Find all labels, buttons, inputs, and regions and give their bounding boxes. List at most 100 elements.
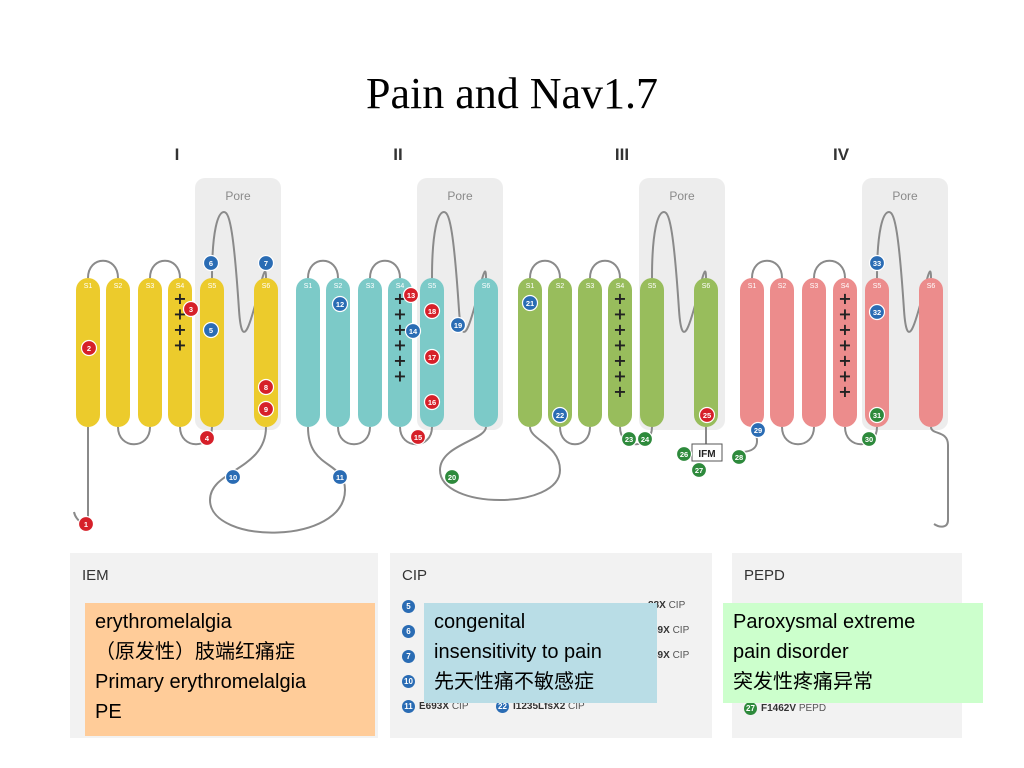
segment-label: S6	[262, 283, 271, 290]
svg-text:12: 12	[336, 300, 344, 309]
svg-text:9: 9	[264, 405, 268, 414]
extracellular-loop	[751, 259, 783, 279]
svg-text:19: 19	[454, 321, 462, 330]
n-terminus	[73, 427, 89, 525]
voltage-sensor-charge: +	[613, 351, 626, 370]
annotation-line: insensitivity to pain	[434, 641, 602, 663]
legend-marker: 6	[402, 625, 415, 638]
svg-text:33: 33	[873, 259, 881, 268]
legend-row: 6	[402, 625, 419, 638]
svg-text:18: 18	[428, 307, 436, 316]
segment-label: S2	[778, 283, 787, 290]
legend-heading-cip: CIP	[402, 567, 428, 584]
segment-label: S3	[586, 283, 595, 290]
mutation-marker-18: 18	[423, 302, 441, 320]
mutation-marker-9: 9	[257, 400, 275, 418]
intracellular-loop	[619, 426, 653, 446]
extracellular-loop	[87, 259, 119, 279]
pore-label: Pore	[225, 189, 251, 203]
svg-text:6: 6	[209, 259, 213, 268]
voltage-sensor-charge: +	[393, 336, 406, 355]
mutation-marker-21: 21	[521, 294, 539, 312]
legend-row: 5	[402, 600, 419, 613]
mutation-marker-14: 14	[404, 322, 422, 340]
segment-s5	[865, 278, 889, 427]
voltage-sensor-charge: +	[613, 336, 626, 355]
annotation-line: congenital	[434, 611, 526, 633]
ifm-motif-box	[691, 443, 723, 462]
mutation-marker-24: 24	[636, 430, 654, 448]
pore-label: Pore	[447, 189, 473, 203]
segment-s1	[296, 278, 320, 427]
segment-label: S5	[648, 283, 657, 290]
domain-label-3: III	[615, 145, 629, 164]
segment-label: S3	[146, 283, 155, 290]
svg-text:15: 15	[414, 433, 422, 442]
legend-row: 10	[402, 675, 419, 688]
segment-s3	[358, 278, 382, 427]
domain-label-1: I	[175, 145, 180, 164]
voltage-sensor-charge: +	[838, 382, 851, 401]
svg-text:31: 31	[873, 411, 881, 420]
annotation-line: Paroxysmal extreme	[733, 611, 916, 633]
mutation-marker-17: 17	[423, 348, 441, 366]
segment-label: S1	[526, 283, 535, 290]
mutation-marker-10: 10	[224, 468, 242, 486]
annotation-line: PE	[95, 701, 122, 723]
extracellular-loop	[369, 259, 401, 279]
svg-text:2: 2	[87, 344, 91, 353]
mutation-marker-33: 33	[868, 254, 886, 272]
intracellular-loop	[337, 426, 371, 446]
voltage-sensor-charge: +	[838, 351, 851, 370]
segment-s6	[919, 278, 943, 427]
legend-marker: 11	[402, 700, 415, 713]
segment-s3	[138, 278, 162, 427]
svg-text:13: 13	[407, 291, 415, 300]
segment-label: S4	[176, 283, 185, 290]
annotation-line: pain disorder	[733, 641, 849, 663]
segment-label: S6	[482, 283, 491, 290]
pore-label: Pore	[669, 189, 695, 203]
legend-heading-iem: IEM	[82, 567, 109, 584]
segment-label: S3	[810, 283, 819, 290]
segment-label: S2	[556, 283, 565, 290]
voltage-sensor-charge: +	[838, 336, 851, 355]
segment-label: S5	[873, 283, 882, 290]
intracellular-loop	[781, 426, 815, 446]
legend-marker: 7	[402, 650, 415, 663]
legend-disease-tag: PEPD	[798, 703, 827, 715]
svg-text:28: 28	[735, 453, 743, 462]
voltage-sensor-charge: +	[173, 320, 186, 339]
mutation-marker-31: 31	[868, 406, 886, 424]
annotation-line: 先天性痛不敏感症	[434, 671, 594, 693]
mutation-marker-29: 29	[749, 421, 767, 439]
intracellular-loop	[117, 426, 151, 446]
mutation-marker-12: 12	[331, 295, 349, 313]
annotation-line: erythromelalgia	[95, 611, 232, 633]
annotation-line: Primary erythromelalgia	[95, 671, 307, 693]
segment-s5	[640, 278, 664, 427]
segment-s5	[200, 278, 224, 427]
segment-s2	[548, 278, 572, 427]
voltage-sensor-charge: +	[393, 320, 406, 339]
mutation-marker-15: 15	[409, 428, 427, 446]
segment-s1	[518, 278, 542, 427]
legend-disease-tag: CIP	[668, 600, 686, 611]
pore-label: Pore	[892, 189, 918, 203]
segment-label: S1	[84, 283, 93, 290]
segment-label: S5	[428, 283, 437, 290]
svg-text:20: 20	[448, 473, 456, 482]
legend-heading-pepd: PEPD	[744, 567, 785, 584]
legend-marker: 5	[402, 600, 415, 613]
mutation-marker-8: 8	[257, 378, 275, 396]
svg-text:5: 5	[209, 326, 213, 335]
svg-text:11: 11	[336, 473, 344, 482]
voltage-sensor-charge: +	[173, 289, 186, 308]
mutation-marker-13: 13	[402, 286, 420, 304]
annotation-line: 突发性疼痛异常	[733, 671, 873, 693]
svg-text:32: 32	[873, 308, 881, 317]
legend-disease-tag: CIP	[568, 701, 585, 713]
